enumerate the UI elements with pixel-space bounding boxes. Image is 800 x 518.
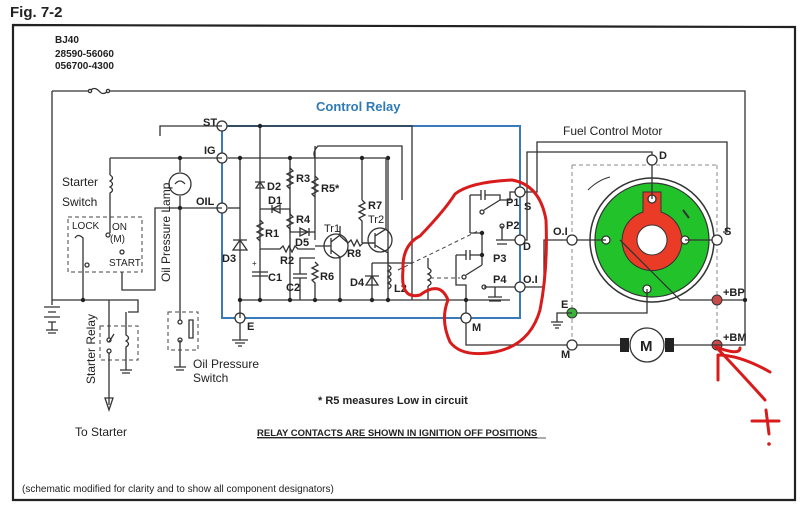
svg-text:Oil Pressure: Oil Pressure: [193, 357, 259, 371]
svg-text:R1: R1: [265, 228, 279, 240]
svg-text:P3: P3: [493, 253, 506, 265]
diode-d3-icon: [231, 238, 249, 251]
svg-text:D1: D1: [268, 195, 282, 207]
svg-text:P2: P2: [506, 220, 519, 232]
svg-text:IG: IG: [204, 145, 216, 157]
terminal-s: [514, 186, 526, 198]
svg-text:ST: ST: [203, 117, 217, 129]
svg-text:Tr2: Tr2: [368, 214, 384, 226]
svg-text:D: D: [523, 241, 531, 253]
svg-text:To Starter: To Starter: [75, 425, 127, 439]
fuel-control-motor: D O.I S E +BP M +BM M: [551, 150, 748, 363]
svg-text:(M): (M): [110, 234, 125, 245]
svg-text:D3: D3: [222, 253, 236, 265]
main-supply-wire: [51, 87, 746, 340]
svg-text:D2: D2: [267, 181, 281, 193]
svg-text:Switch: Switch: [193, 371, 228, 385]
dc-motor-icon: [629, 327, 665, 363]
svg-text:E: E: [247, 321, 254, 333]
relay-contacts-note: RELAY CONTACTS ARE SHOWN IN IGNITION OFF…: [257, 428, 537, 439]
part-number-1: 28590-56060: [55, 49, 114, 60]
coil-l2-icon: [386, 264, 392, 290]
svg-text:R4: R4: [296, 214, 311, 226]
svg-text:M: M: [472, 322, 481, 334]
control-relay-title: Control Relay: [316, 99, 401, 114]
arrow-to-bm-annotation: [714, 345, 772, 402]
svg-text:M: M: [561, 349, 570, 361]
svg-text:OIL: OIL: [196, 196, 215, 208]
svg-text:Starter Relay: Starter Relay: [84, 314, 98, 384]
motor-terminal-oi: [566, 234, 578, 246]
svg-text:Switch: Switch: [62, 195, 97, 209]
diode-d5-icon: [290, 226, 315, 238]
svg-text:R3: R3: [296, 173, 310, 185]
capacitor-c1-icon: [252, 271, 268, 277]
fuse-link-icon: [108, 158, 114, 233]
circled-contacts-annotation: [401, 178, 548, 356]
r5-footnote: * R5 measures Low in circuit: [318, 395, 468, 407]
svg-text:Oil Pressure Lamp: Oil Pressure Lamp: [159, 182, 173, 282]
resistor-r3-icon: [285, 167, 295, 190]
svg-text:C1: C1: [268, 272, 282, 284]
svg-text:P4: P4: [493, 274, 507, 286]
relay-components: D2 D1 R3 R5* R7 R4 D5 R1 D3 R2 + C1: [222, 146, 432, 300]
fuse-icon: [89, 87, 109, 95]
svg-text:C2: C2: [286, 282, 300, 294]
terminal-m: [460, 312, 472, 324]
svg-text:E: E: [561, 299, 568, 311]
svg-text:R6: R6: [320, 271, 334, 283]
svg-text:R2: R2: [280, 255, 294, 267]
fuel-control-motor-title: Fuel Control Motor: [563, 124, 662, 138]
svg-text:M: M: [640, 338, 653, 355]
red-annotations: [401, 178, 781, 446]
part-number-2: 056700-4300: [55, 61, 114, 72]
svg-text:D: D: [659, 150, 667, 162]
svg-text:ON: ON: [112, 222, 127, 233]
left-side-circuit: Starter Switch LOCK ON (M) START Oil Pre…: [52, 155, 259, 439]
motor-brush-left: [620, 338, 629, 352]
diode-d2-icon: [254, 180, 266, 189]
coil-l1-icon: [426, 267, 432, 287]
motor-terminal-d: [646, 154, 658, 166]
svg-text:D4: D4: [350, 277, 365, 289]
model-label: BJ40: [55, 35, 79, 46]
svg-text:O.I: O.I: [553, 226, 568, 238]
svg-text:R5*: R5*: [321, 183, 340, 195]
svg-text:+: +: [252, 259, 257, 268]
plus-mark-annotation: [750, 408, 781, 436]
svg-text:START: START: [109, 258, 141, 269]
diode-d1-icon: [260, 203, 290, 215]
oil-pressure-lamp-icon: [168, 172, 192, 196]
svg-text:R8: R8: [347, 248, 361, 260]
motor-brush-right: [665, 338, 674, 352]
svg-text:R7: R7: [368, 200, 382, 212]
motor-terminal-bp: [711, 294, 723, 306]
relay-contacts: P1 P2 P3 P4: [397, 190, 520, 318]
svg-text:S: S: [724, 226, 731, 238]
svg-text:S: S: [524, 201, 531, 213]
motor-terminal-s: [711, 234, 723, 246]
svg-text:O.I: O.I: [523, 274, 538, 286]
modification-note: (schematic modified for clarity and to s…: [22, 484, 334, 495]
figure-title: Fig. 7-2: [10, 4, 63, 21]
svg-text:Starter: Starter: [62, 175, 98, 189]
svg-text:+BM: +BM: [723, 332, 747, 344]
figure-frame: [11, 23, 797, 502]
svg-text:P1: P1: [506, 197, 519, 209]
svg-text:D5: D5: [295, 237, 309, 249]
transistor-tr2-icon: [367, 227, 393, 253]
svg-text:LOCK: LOCK: [72, 221, 100, 232]
svg-text:Tr1: Tr1: [324, 223, 340, 235]
svg-text:+BP: +BP: [723, 287, 745, 299]
battery-icon: [44, 300, 60, 334]
